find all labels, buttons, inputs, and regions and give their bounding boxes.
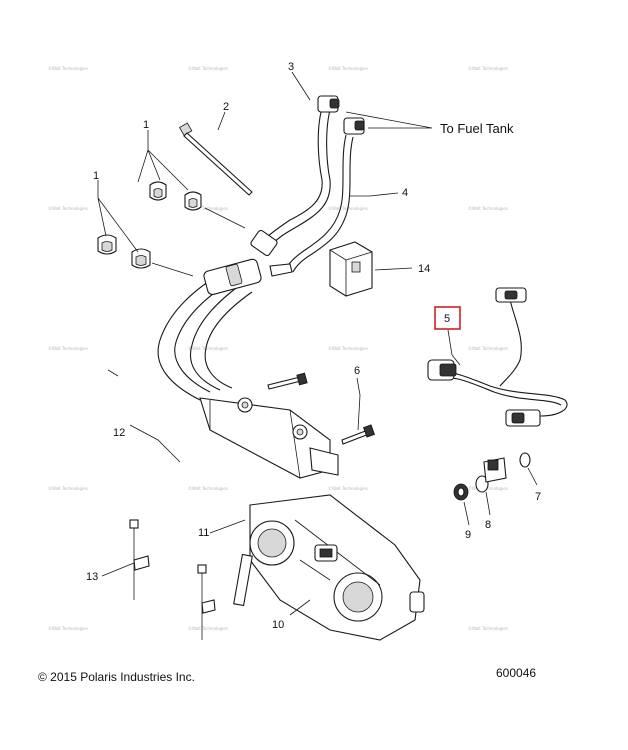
callout-5: 5: [444, 313, 450, 325]
callout-11: 11: [198, 527, 209, 539]
callout-10: 10: [272, 619, 284, 631]
callout-14: 14: [418, 263, 430, 275]
part-wire-harness: [427, 287, 568, 427]
watermark: ©Walt Technologies: [188, 486, 228, 491]
part-fuel-line-3: [250, 95, 340, 257]
part-rubber-block: [329, 241, 373, 297]
watermark: ©Walt Technologies: [188, 66, 228, 71]
watermark: ©Walt Technologies: [328, 486, 368, 491]
copyright-text: © 2015 Polaris Industries Inc.: [38, 670, 195, 684]
callout-12: 12: [113, 427, 125, 439]
watermark: ©Walt Technologies: [188, 626, 228, 631]
part-fuel-rail: [199, 397, 339, 479]
fuel-tank-label: To Fuel Tank: [440, 121, 514, 136]
callout-1: 1: [93, 170, 99, 182]
callout-7: 7: [535, 491, 541, 503]
watermark: ©Walt Technologies: [188, 346, 228, 351]
part-sensor-rods: [129, 519, 216, 640]
watermark: ©Walt Technologies: [48, 66, 88, 71]
watermark: ©Walt Technologies: [468, 206, 508, 211]
part-bolts: [267, 372, 375, 445]
watermark: ©Walt Technologies: [48, 486, 88, 491]
callout-2: 2: [223, 101, 229, 113]
watermark: ©Walt Technologies: [468, 346, 508, 351]
part-cable-tie: [178, 122, 253, 196]
leader-lines: [97, 71, 538, 616]
callout-3: 3: [288, 61, 294, 73]
part-throttle-body: [249, 494, 425, 641]
callout-13: 13: [86, 571, 98, 583]
part-clip-pair-upper: [149, 181, 246, 229]
callout-labels: 1 1 2 3 4 5 6 7 8 9 10 11 12 13 14: [86, 61, 541, 631]
part-clip-pair-lower: [97, 234, 194, 277]
watermark: ©Walt Technologies: [188, 206, 228, 211]
callout-4: 4: [402, 187, 408, 199]
watermark: ©Walt Technologies: [468, 626, 508, 631]
part-fuel-rail-hoses: [157, 258, 262, 401]
watermark: ©Walt Technologies: [328, 66, 368, 71]
diagram-number: 600046: [496, 666, 536, 680]
watermark: ©Walt Technologies: [468, 66, 508, 71]
watermark: ©Walt Technologies: [48, 206, 88, 211]
highlight-box-callout-5: [434, 306, 461, 330]
callout-1: 1: [143, 119, 149, 131]
part-fuel-line-4: [269, 117, 365, 277]
part-vent-tube: [233, 553, 253, 607]
watermark: ©Walt Technologies: [328, 346, 368, 351]
callout-9: 9: [465, 529, 471, 541]
watermark: ©Walt Technologies: [48, 626, 88, 631]
watermark: ©Walt Technologies: [468, 486, 508, 491]
part-small-hardware: [453, 452, 531, 501]
callout-6: 6: [354, 365, 360, 377]
callout-8: 8: [485, 519, 491, 531]
watermark: ©Walt Technologies: [48, 346, 88, 351]
